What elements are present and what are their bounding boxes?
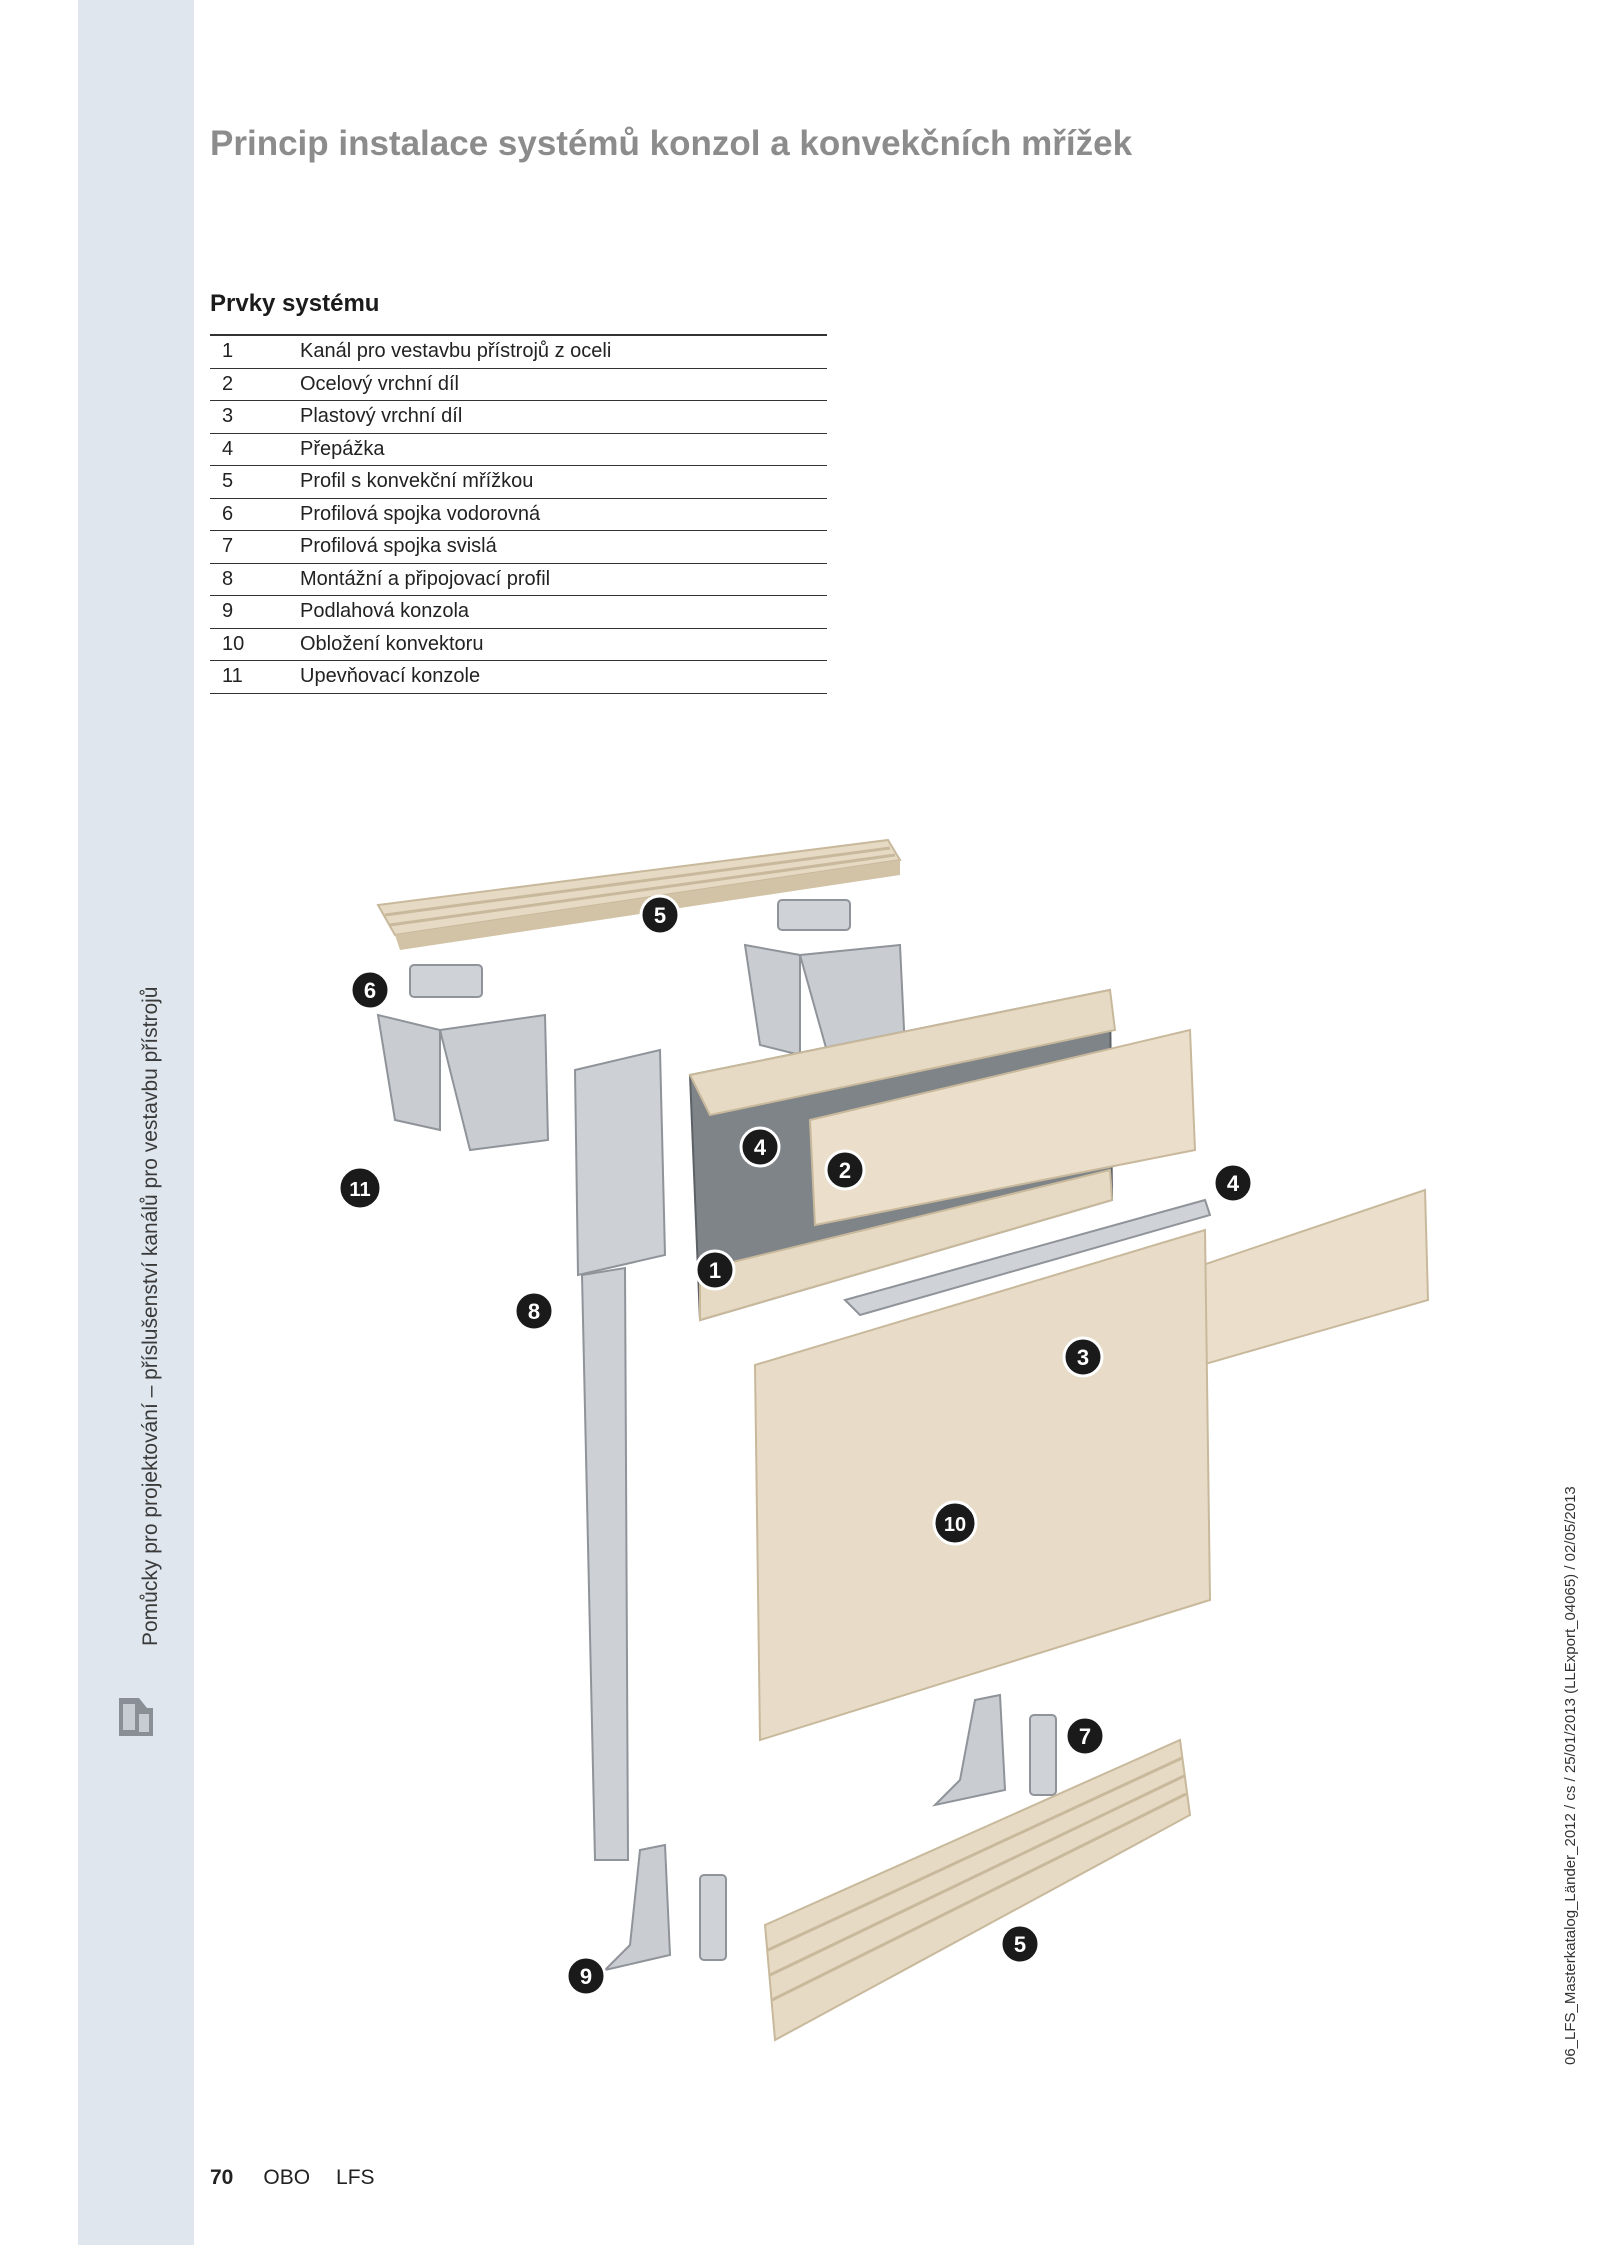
svg-text:10: 10 xyxy=(944,1514,966,1536)
profile-connector-horizontal xyxy=(409,899,851,998)
section-heading: Prvky systému xyxy=(210,290,380,317)
part-label: Montážní a připojovací profil xyxy=(288,563,827,596)
part-label: Obložení konvektoru xyxy=(288,628,827,661)
profile-connector-vertical xyxy=(699,1714,1057,1961)
callout-5: 5 xyxy=(999,1923,1041,1965)
floor-bracket xyxy=(601,1693,1007,1972)
section-icon xyxy=(113,1690,161,1744)
part-number: 5 xyxy=(210,465,288,499)
svg-text:4: 4 xyxy=(1227,1171,1240,1196)
svg-text:4: 4 xyxy=(754,1135,767,1160)
svg-text:3: 3 xyxy=(1077,1345,1089,1370)
convector-cladding xyxy=(753,1228,1212,1742)
part-number: 4 xyxy=(210,433,288,466)
document-code: 06_LFS_Masterkatalog_Länder_2012 / cs / … xyxy=(1562,1486,1579,2065)
partition xyxy=(843,1198,1212,1317)
svg-text:5: 5 xyxy=(654,903,666,928)
part-label: Ocelový vrchní díl xyxy=(288,368,827,401)
page-footer: 70 OBO LFS xyxy=(210,2166,375,2190)
callout-11: 11 xyxy=(337,1165,383,1211)
svg-text:7: 7 xyxy=(1079,1724,1091,1749)
part-number: 8 xyxy=(210,563,288,596)
callout-1: 1 xyxy=(694,1249,736,1291)
part-label: Profil s konvekční mřížkou xyxy=(288,465,827,499)
convector-grille-profile-top xyxy=(376,838,902,950)
page-number: 70 xyxy=(210,2166,234,2189)
callout-7: 7 xyxy=(1064,1715,1106,1757)
part-number: 7 xyxy=(210,530,288,564)
part-number: 9 xyxy=(210,595,288,629)
part-number: 10 xyxy=(210,628,288,661)
svg-text:9: 9 xyxy=(580,1964,592,1989)
part-label: Kanál pro vestavbu přístrojů z oceli xyxy=(288,335,827,369)
svg-text:2: 2 xyxy=(839,1158,851,1183)
page-title: Princip instalace systémů konzol a konve… xyxy=(210,124,1133,163)
part-number: 11 xyxy=(210,660,288,694)
svg-text:6: 6 xyxy=(364,978,376,1003)
callout-8: 8 xyxy=(513,1290,555,1332)
exploded-assembly-illustration: 1 2 3 4 4 5 5 6 7 8 9 10 11 xyxy=(337,838,1430,2042)
steel-cover xyxy=(808,1028,1197,1227)
part-label: Profilová spojka vodorovná xyxy=(288,498,827,531)
sidebar-section-label: Pomůcky pro projektování – příslušenství… xyxy=(139,986,162,1647)
part-label: Upevňovací konzole xyxy=(288,660,827,694)
svg-text:1: 1 xyxy=(709,1258,721,1283)
callout-9: 9 xyxy=(565,1955,607,1997)
mounting-profile-vertical xyxy=(573,1048,667,1861)
svg-text:5: 5 xyxy=(1014,1932,1026,1957)
part-number: 3 xyxy=(210,400,288,434)
part-number: 2 xyxy=(210,368,288,401)
callout-4: 4 xyxy=(1212,1162,1254,1204)
callout-6: 6 xyxy=(349,969,391,1011)
svg-text:11: 11 xyxy=(349,1179,370,1201)
part-label: Podlahová konzola xyxy=(288,595,827,629)
footer-brand: OBO xyxy=(263,2166,311,2189)
callout-4: 4 xyxy=(739,1126,781,1168)
part-number: 6 xyxy=(210,498,288,531)
footer-product: LFS xyxy=(336,2166,375,2189)
part-label: Přepážka xyxy=(288,433,827,466)
part-label: Profilová spojka svislá xyxy=(288,530,827,564)
part-label: Plastový vrchní díl xyxy=(288,400,827,434)
svg-text:8: 8 xyxy=(528,1299,540,1324)
callout-5: 5 xyxy=(639,894,681,936)
part-number: 1 xyxy=(210,335,288,369)
callout-2: 2 xyxy=(824,1149,866,1191)
callout-10: 10 xyxy=(932,1500,978,1546)
sidebar-strip xyxy=(78,0,194,2245)
convector-grille-profile-bottom xyxy=(763,1738,1192,2042)
callout-3: 3 xyxy=(1062,1336,1104,1378)
mounting-bracket xyxy=(376,943,907,1152)
